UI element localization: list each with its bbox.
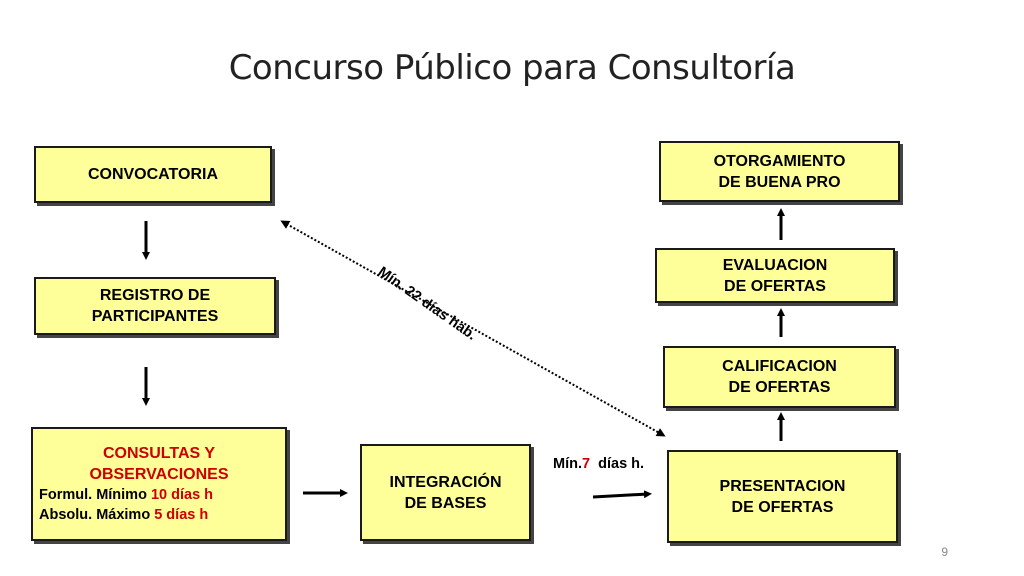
consultas-deadlines: Formul. Mínimo 10 días h Absolu. Máximo … [33, 485, 285, 525]
box-otorgamiento-line2: DE BUENA PRO [718, 173, 841, 191]
box-registro-line2: PARTICIPANTES [91, 308, 219, 325]
slide-number: 9 [941, 545, 948, 559]
arrow-integracion-to-presentacion [592, 490, 652, 499]
box-presentacion-line1: PRESENTACION [719, 477, 846, 495]
box-calificacion-ofertas: CALIFICACION DE OFERTAS [663, 346, 896, 408]
formul-minimo-line: Formul. Mínimo 10 días h [39, 487, 214, 503]
box-integracion-bases: INTEGRACIÓN DE BASES [360, 444, 531, 541]
box-otorgamiento-line1: OTORGAMIENTO [713, 152, 846, 170]
box-consultas-line1: CONSULTAS Y [102, 445, 215, 462]
box-consultas-observaciones: CONSULTAS Y OBSERVACIONES Formul. Mínimo… [31, 427, 287, 541]
absolu-maximo-line: Absolu. Máximo 5 días h [39, 507, 209, 523]
box-presentacion-ofertas: PRESENTACION DE OFERTAS [667, 450, 898, 543]
slide-title: Concurso Público para Consultoría [228, 48, 796, 88]
box-convocatoria-label: CONVOCATORIA [87, 166, 219, 183]
box-calificacion-line1: CALIFICACION [722, 358, 837, 375]
box-calificacion-line2: DE OFERTAS [728, 379, 831, 396]
box-evaluacion-line1: EVALUACION [722, 256, 828, 274]
box-integracion-line2: DE BASES [404, 494, 487, 512]
box-consultas-line2: OBSERVACIONES [89, 466, 229, 483]
label-min-7-dias: Mín.7 días h. [553, 456, 645, 472]
box-integracion-line1: INTEGRACIÓN [389, 473, 502, 491]
box-registro-participantes: REGISTRO DE PARTICIPANTES [34, 277, 276, 335]
box-otorgamiento-buena-pro: OTORGAMIENTO DE BUENA PRO [659, 141, 900, 202]
box-evaluacion-ofertas: EVALUACION DE OFERTAS [655, 248, 895, 303]
box-evaluacion-line2: DE OFERTAS [724, 277, 826, 295]
dotted-span-arrow [280, 220, 666, 437]
box-registro-line1: REGISTRO DE [99, 287, 211, 304]
box-convocatoria: CONVOCATORIA [34, 146, 272, 203]
box-presentacion-line2: DE OFERTAS [731, 498, 834, 516]
